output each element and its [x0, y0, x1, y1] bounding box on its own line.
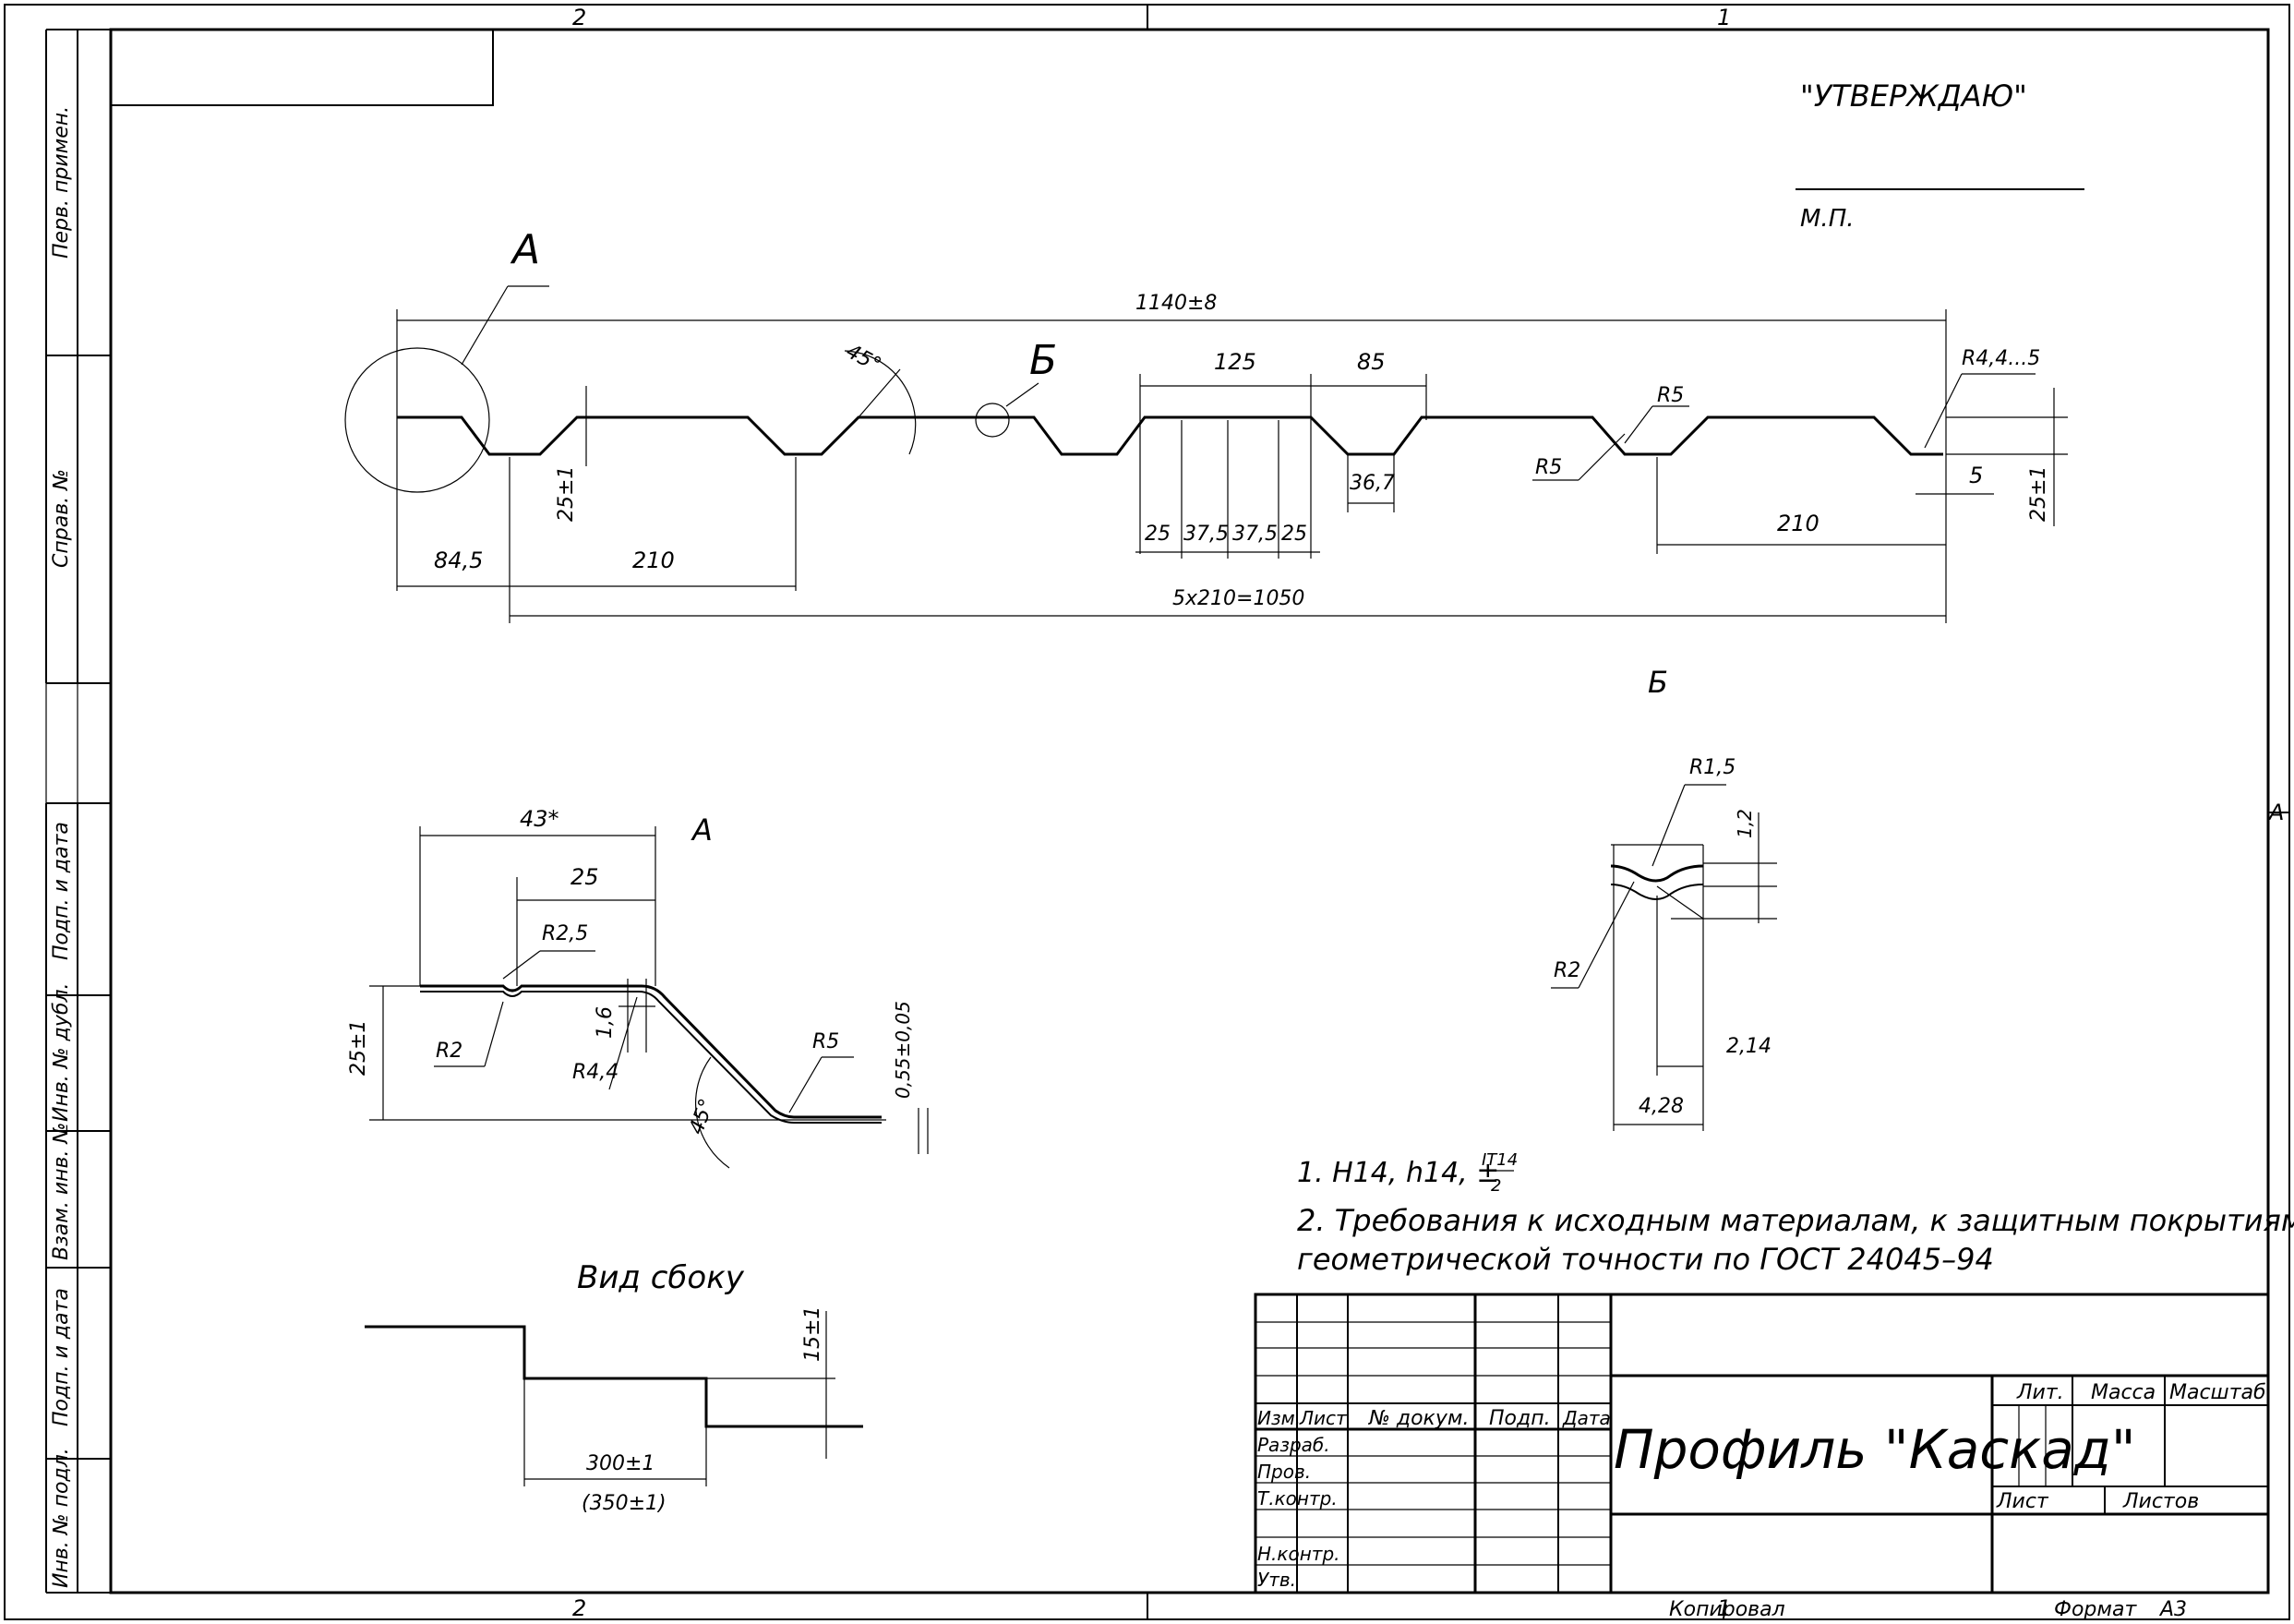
dim-37-5-b: 37,5	[1232, 523, 1278, 546]
detail-a-dim-16: 1,6	[594, 1006, 617, 1039]
callout-b-label: Б	[1029, 337, 1057, 384]
detail-a-label: А	[691, 812, 713, 848]
title-block-izm: Изм.	[1257, 1407, 1301, 1429]
dim-210-right: 210	[1777, 511, 1820, 536]
detail-a-dim-angle: 45°	[685, 1096, 719, 1137]
side-label-inv-podl: Инв. № подл.	[50, 1448, 73, 1588]
detail-a-dim-thickness: 0,55±0,05	[892, 1001, 914, 1099]
zone-label-top-right: 1	[1717, 5, 1731, 30]
title-block-ndoc: № докум.	[1368, 1407, 1469, 1430]
detail-a-dim-43: 43*	[520, 806, 559, 832]
title-block-data: Дата	[1562, 1407, 1611, 1429]
zone-label-top-left: 2	[572, 5, 586, 30]
dim-37-5-a: 37,5	[1183, 523, 1229, 546]
outer-border	[4, 4, 2290, 1620]
callout-a-label: А	[510, 226, 540, 273]
title-block-lit: Лит.	[2016, 1381, 2064, 1404]
side-view-drawing	[365, 1311, 863, 1486]
title-block-nkontr: Н.контр.	[1257, 1543, 1340, 1565]
dim-36-7: 36,7	[1350, 472, 1395, 495]
title-block-tkontr: Т.контр.	[1257, 1487, 1338, 1510]
detail-b-dim-214: 2,14	[1726, 1035, 1772, 1058]
title-block-list: Лист	[1299, 1407, 1348, 1429]
title-block-listov: Листов	[2122, 1490, 2199, 1513]
note-1-fraction-bottom: 2	[1491, 1176, 1501, 1196]
dim-5: 5	[1969, 463, 1983, 488]
dim-125: 125	[1214, 349, 1256, 375]
detail-b-drawing	[1551, 784, 1777, 1131]
dim-pitch: 5х210=1050	[1172, 587, 1304, 610]
side-label-inv-dubl: Инв. № дубл.	[50, 982, 73, 1122]
dim-84-5: 84,5	[434, 547, 483, 573]
main-profile	[344, 285, 1943, 493]
title-block-prov: Пров.	[1257, 1461, 1311, 1483]
approval-mp: М.П.	[1800, 205, 1855, 233]
dim-angle-45: 45°	[842, 340, 884, 377]
dim-r5-upper: R5	[1657, 384, 1684, 407]
side-view-dim-height: 15±1	[801, 1306, 824, 1362]
detail-a-dim-r44: R4,4	[572, 1061, 619, 1084]
kopiroval-label: Копировал	[1669, 1598, 1785, 1621]
title-block-list2: Лист	[1996, 1490, 2049, 1513]
detail-a-dim-height: 25±1	[347, 1020, 370, 1076]
side-label-vzam: Взам. инв. №	[50, 1123, 73, 1260]
title-block-massa: Масса	[2091, 1381, 2156, 1404]
side-view-dim-300: 300±1	[586, 1452, 655, 1475]
note-1: 1. H14, h14, ±	[1297, 1157, 1499, 1189]
detail-a-dim-r25: R2,5	[542, 922, 588, 945]
detail-b-dim-r2: R2	[1554, 959, 1580, 982]
detail-b-dim-r15: R1,5	[1689, 756, 1736, 779]
detail-a-dim-r2: R2	[436, 1040, 462, 1063]
title-block-utv: Утв.	[1257, 1569, 1296, 1591]
detail-b-dim-12: 1,2	[1734, 809, 1756, 838]
side-label-perv: Перв. примен.	[50, 106, 73, 259]
dim-height-25-right: 25±1	[2027, 466, 2050, 522]
callout-a-circle	[344, 347, 490, 493]
detail-a-drawing	[369, 826, 929, 1169]
detail-b-dim-428: 4,28	[1639, 1095, 1684, 1118]
inner-frame	[109, 28, 2270, 1594]
title-block	[1254, 1293, 2270, 1594]
title-block-masshtab: Масштаб	[2169, 1381, 2266, 1404]
side-label-podp2: Подп. и дата	[50, 1288, 73, 1426]
detail-a-dim-r5: R5	[812, 1030, 839, 1053]
detail-b-label: Б	[1648, 665, 1668, 700]
dim-85: 85	[1357, 349, 1386, 375]
side-label-sprav: Справ. №	[50, 469, 73, 568]
approval-title: "УТВЕРЖДАЮ"	[1800, 78, 2027, 114]
format-label: Формат	[2054, 1598, 2137, 1621]
callout-b-circle	[975, 403, 1010, 438]
dim-25-b: 25	[1281, 523, 1307, 546]
dim-height-25-left: 25±1	[555, 466, 578, 522]
side-label-podp1: Подп. и дата	[50, 822, 73, 960]
left-margin-strip	[45, 29, 111, 1594]
zone-label-bottom-left: 2	[572, 1595, 586, 1621]
note-2-line-1: 2. Требования к исходным материалам, к з…	[1297, 1203, 2294, 1238]
detail-a-dim-25: 25	[570, 864, 599, 890]
title-block-podp: Подп.	[1489, 1407, 1551, 1430]
format-value: А3	[2158, 1598, 2187, 1621]
side-view-label: Вид сбоку	[577, 1259, 745, 1296]
dim-25-a: 25	[1145, 523, 1171, 546]
side-view-dim-350: (350±1)	[582, 1492, 667, 1515]
dim-r44-5: R4,4...5	[1962, 347, 2040, 370]
dim-r5-lower: R5	[1535, 456, 1562, 479]
main-dimension-lines	[396, 309, 2068, 623]
top-left-box	[110, 29, 494, 106]
zone-label-bottom-right: 1	[1717, 1595, 1731, 1621]
dim-total-width: 1140±8	[1135, 292, 1217, 315]
note-2-line-2: геометрической точности по ГОСТ 24045–94	[1297, 1242, 1994, 1277]
zone-label-right: A	[2267, 800, 2284, 825]
note-1-fraction-top: IT14	[1482, 1150, 1518, 1170]
dim-210-left: 210	[632, 547, 675, 573]
title-block-razrab: Разраб.	[1257, 1434, 1330, 1456]
drawing-title: Профиль "Каскад"	[1614, 1418, 2136, 1481]
